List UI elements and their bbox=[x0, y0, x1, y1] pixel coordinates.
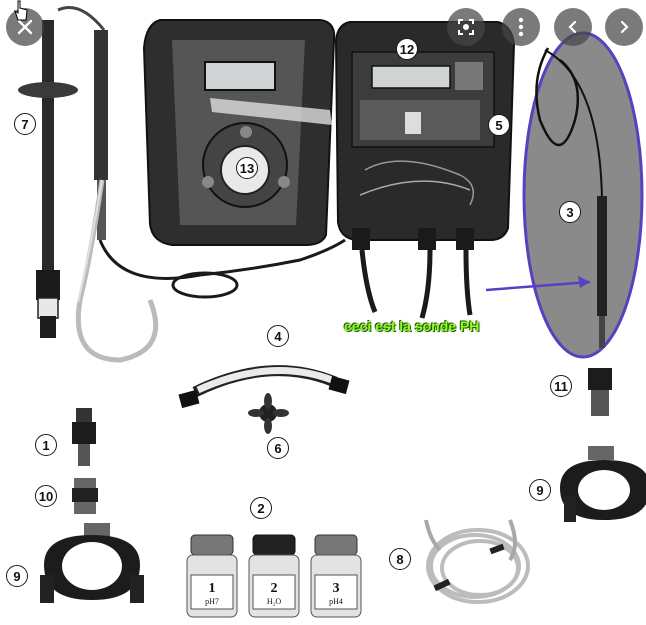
tubing-coil-part bbox=[424, 519, 530, 604]
nipple-part bbox=[72, 478, 98, 514]
part-number-13: 13 bbox=[236, 157, 258, 179]
part-number-10: 10 bbox=[35, 485, 57, 507]
tube-part bbox=[178, 365, 350, 409]
jar-2-number: 2 bbox=[271, 581, 278, 596]
part-number-7: 7 bbox=[14, 113, 36, 135]
jar-1-text: pH7 bbox=[205, 597, 219, 606]
lens-search-button[interactable] bbox=[447, 8, 485, 46]
part-number-2: 2 bbox=[250, 497, 272, 519]
chevron-left-icon bbox=[568, 20, 577, 34]
part-number-5: 5 bbox=[488, 114, 510, 136]
chevron-right-icon bbox=[620, 20, 629, 34]
probe-holder-part bbox=[18, 6, 159, 363]
part-number-1: 1 bbox=[35, 434, 57, 456]
jar-3-number: 3 bbox=[333, 581, 340, 596]
close-button[interactable] bbox=[6, 8, 44, 46]
pump-lid-part bbox=[142, 19, 336, 246]
jar-2-text: H₂O bbox=[267, 597, 282, 606]
jar-3-text: pH4 bbox=[329, 597, 343, 606]
lens-icon bbox=[458, 19, 474, 35]
part-number-4: 4 bbox=[267, 325, 289, 347]
ph-probe-part bbox=[522, 31, 644, 359]
fitting-part bbox=[72, 408, 96, 466]
close-icon bbox=[17, 19, 33, 35]
jar-h2o bbox=[248, 534, 300, 618]
part-number-9-left: 9 bbox=[6, 565, 28, 587]
part-number-6: 6 bbox=[267, 437, 289, 459]
controller-box-part bbox=[334, 21, 516, 319]
part-number-11: 11 bbox=[550, 375, 572, 397]
adapter-part bbox=[588, 368, 612, 416]
pipe-clamp-left-part bbox=[40, 523, 144, 603]
pipe-clamp-right-part bbox=[560, 446, 646, 522]
part-number-3: 3 bbox=[559, 201, 581, 223]
part-number-9-right: 9 bbox=[529, 479, 551, 501]
part-number-12: 12 bbox=[396, 38, 418, 60]
jar-ph7 bbox=[186, 534, 238, 618]
reagent-jars-part: 1 pH7 2 H₂O 3 pH4 bbox=[186, 534, 362, 618]
jar-ph4 bbox=[310, 534, 362, 618]
ph-probe-annotation: ceci est la sonde PH bbox=[344, 318, 480, 334]
next-button[interactable] bbox=[605, 8, 643, 46]
previous-button[interactable] bbox=[554, 8, 592, 46]
part-number-8: 8 bbox=[389, 548, 411, 570]
more-options-button[interactable] bbox=[502, 8, 540, 46]
jar-1-number: 1 bbox=[209, 581, 216, 596]
valve-part bbox=[248, 393, 289, 434]
mouse-pointer-icon bbox=[14, 0, 28, 21]
more-vertical-icon bbox=[518, 17, 524, 37]
